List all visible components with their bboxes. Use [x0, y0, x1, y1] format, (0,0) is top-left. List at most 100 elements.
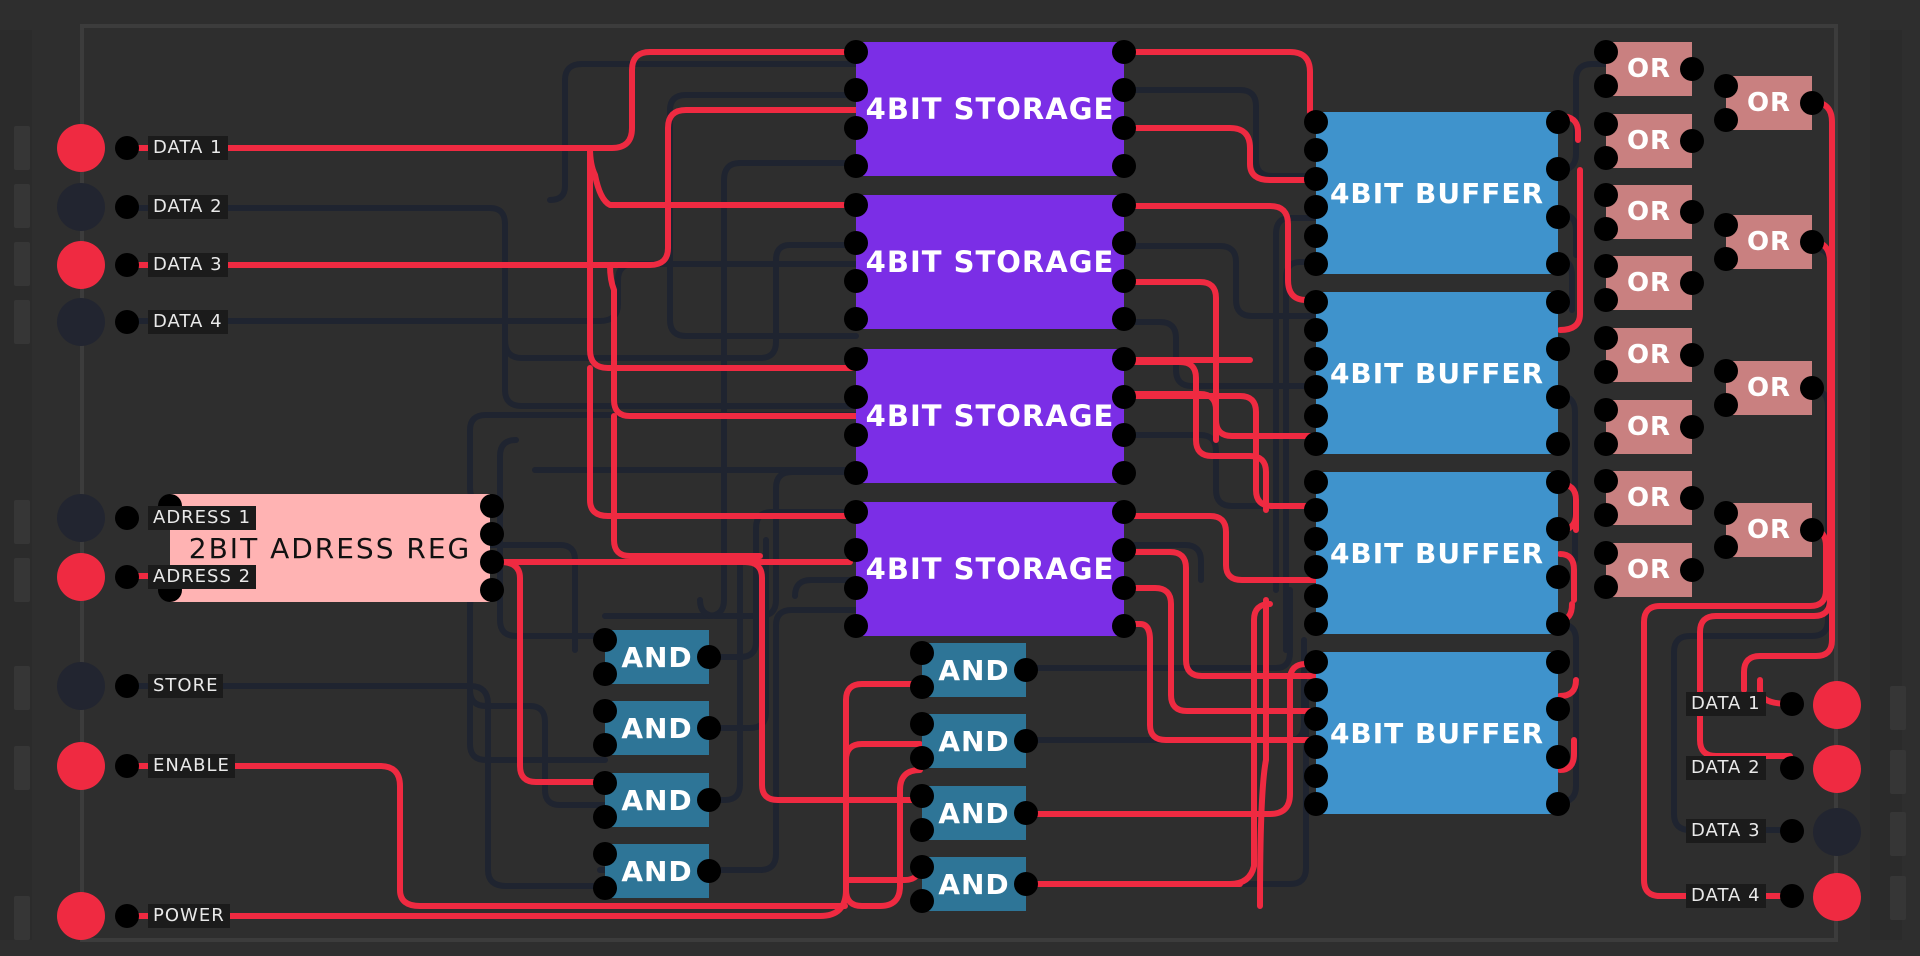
- chip-pin[interactable]: [1304, 110, 1328, 134]
- chip-pin[interactable]: [1304, 195, 1328, 220]
- chip-pin[interactable]: [844, 614, 868, 638]
- chip-pin[interactable]: [1594, 40, 1618, 64]
- chip-pin[interactable]: [1680, 343, 1704, 367]
- chip-pin[interactable]: [1680, 486, 1704, 510]
- input-node[interactable]: [115, 310, 139, 334]
- or-gate[interactable]: OR: [1606, 328, 1692, 382]
- input-pin-power[interactable]: [57, 892, 105, 940]
- chip-pin[interactable]: [1594, 183, 1618, 207]
- chip-pin[interactable]: [480, 550, 504, 574]
- chip-pin[interactable]: [844, 347, 868, 371]
- chip-pin[interactable]: [1546, 432, 1570, 456]
- chip-pin[interactable]: [844, 193, 868, 217]
- chip-pin[interactable]: [593, 699, 617, 723]
- chip-pin[interactable]: [1112, 500, 1136, 524]
- or-gate[interactable]: OR: [1726, 361, 1812, 415]
- chip-pin[interactable]: [1714, 501, 1738, 525]
- and-gate[interactable]: AND: [922, 786, 1026, 840]
- chip-pin[interactable]: [1546, 792, 1570, 816]
- chip-pin[interactable]: [593, 876, 617, 900]
- chip-pin[interactable]: [1304, 290, 1328, 314]
- chip-pin[interactable]: [1714, 535, 1738, 559]
- input-node[interactable]: [115, 195, 139, 219]
- chip-pin[interactable]: [1304, 706, 1328, 731]
- chip-pin[interactable]: [844, 231, 868, 255]
- chip-pin[interactable]: [910, 746, 934, 770]
- output-label-data-2[interactable]: DATA 2: [1686, 756, 1766, 780]
- or-gate[interactable]: OR: [1606, 471, 1692, 525]
- buffer-chip-4[interactable]: 4BIT BUFFER: [1316, 652, 1558, 814]
- chip-pin[interactable]: [1304, 555, 1328, 580]
- input-pin-adress-1[interactable]: [57, 494, 105, 542]
- chip-pin[interactable]: [844, 461, 868, 485]
- chip-pin[interactable]: [1594, 432, 1618, 456]
- chip-pin[interactable]: [1680, 415, 1704, 439]
- chip-pin[interactable]: [480, 578, 504, 602]
- storage-chip-3[interactable]: 4BIT STORAGE: [856, 349, 1124, 483]
- chip-pin[interactable]: [1304, 612, 1328, 636]
- chip-pin[interactable]: [844, 78, 868, 102]
- chip-pin[interactable]: [1304, 403, 1328, 428]
- chip-pin[interactable]: [1714, 108, 1738, 132]
- and-gate[interactable]: AND: [605, 844, 709, 898]
- or-gate[interactable]: OR: [1726, 76, 1812, 130]
- input-label-data-4[interactable]: DATA 4: [148, 310, 228, 334]
- input-node[interactable]: [115, 904, 139, 928]
- buffer-chip-2[interactable]: 4BIT BUFFER: [1316, 292, 1558, 454]
- chip-pin[interactable]: [844, 269, 868, 293]
- chip-pin[interactable]: [1112, 193, 1136, 217]
- chip-pin[interactable]: [844, 307, 868, 331]
- output-pin-data-2[interactable]: [1813, 745, 1861, 793]
- chip-pin[interactable]: [1800, 376, 1824, 400]
- chip-pin[interactable]: [1112, 154, 1136, 178]
- buffer-chip-3[interactable]: 4BIT BUFFER: [1316, 472, 1558, 634]
- chip-pin[interactable]: [1714, 393, 1738, 417]
- storage-chip-4[interactable]: 4BIT STORAGE: [856, 502, 1124, 636]
- chip-pin[interactable]: [1304, 166, 1328, 191]
- chip-pin[interactable]: [1014, 729, 1038, 753]
- chip-pin[interactable]: [1112, 538, 1136, 562]
- input-label-enable[interactable]: ENABLE: [148, 754, 235, 778]
- chip-pin[interactable]: [844, 423, 868, 447]
- chip-pin[interactable]: [1714, 247, 1738, 271]
- chip-pin[interactable]: [1680, 200, 1704, 224]
- output-node[interactable]: [1780, 756, 1804, 780]
- chip-pin[interactable]: [1112, 576, 1136, 600]
- chip-pin[interactable]: [1800, 91, 1824, 115]
- buffer-chip-1[interactable]: 4BIT BUFFER: [1316, 112, 1558, 274]
- chip-pin[interactable]: [697, 859, 721, 883]
- input-label-adress-2[interactable]: ADRESS 2: [148, 565, 257, 589]
- chip-pin[interactable]: [1594, 74, 1618, 98]
- chip-pin[interactable]: [1546, 337, 1570, 362]
- or-gate[interactable]: OR: [1606, 256, 1692, 310]
- chip-pin[interactable]: [1304, 318, 1328, 343]
- input-pin-data-3[interactable]: [57, 241, 105, 289]
- chip-pin[interactable]: [844, 576, 868, 600]
- storage-chip-2[interactable]: 4BIT STORAGE: [856, 195, 1124, 329]
- chip-pin[interactable]: [1112, 78, 1136, 102]
- output-node[interactable]: [1780, 819, 1804, 843]
- chip-pin[interactable]: [1546, 650, 1570, 674]
- chip-pin[interactable]: [1304, 678, 1328, 703]
- chip-pin[interactable]: [1546, 252, 1570, 276]
- chip-pin[interactable]: [1304, 138, 1328, 163]
- chip-pin[interactable]: [1680, 558, 1704, 582]
- chip-pin[interactable]: [910, 675, 934, 699]
- chip-pin[interactable]: [1304, 252, 1328, 276]
- chip-pin[interactable]: [1594, 541, 1618, 565]
- chip-pin[interactable]: [1112, 385, 1136, 409]
- output-label-data-4[interactable]: DATA 4: [1686, 884, 1766, 908]
- chip-pin[interactable]: [1304, 470, 1328, 494]
- input-label-power[interactable]: POWER: [148, 904, 230, 928]
- chip-pin[interactable]: [1680, 271, 1704, 295]
- output-node[interactable]: [1780, 884, 1804, 908]
- chip-pin[interactable]: [1546, 204, 1570, 229]
- input-pin-store[interactable]: [57, 662, 105, 710]
- chip-pin[interactable]: [1304, 735, 1328, 760]
- chip-pin[interactable]: [593, 771, 617, 795]
- output-label-data-3[interactable]: DATA 3: [1686, 819, 1766, 843]
- and-gate[interactable]: AND: [605, 773, 709, 827]
- chip-pin[interactable]: [1546, 517, 1570, 542]
- chip-pin[interactable]: [1112, 423, 1136, 447]
